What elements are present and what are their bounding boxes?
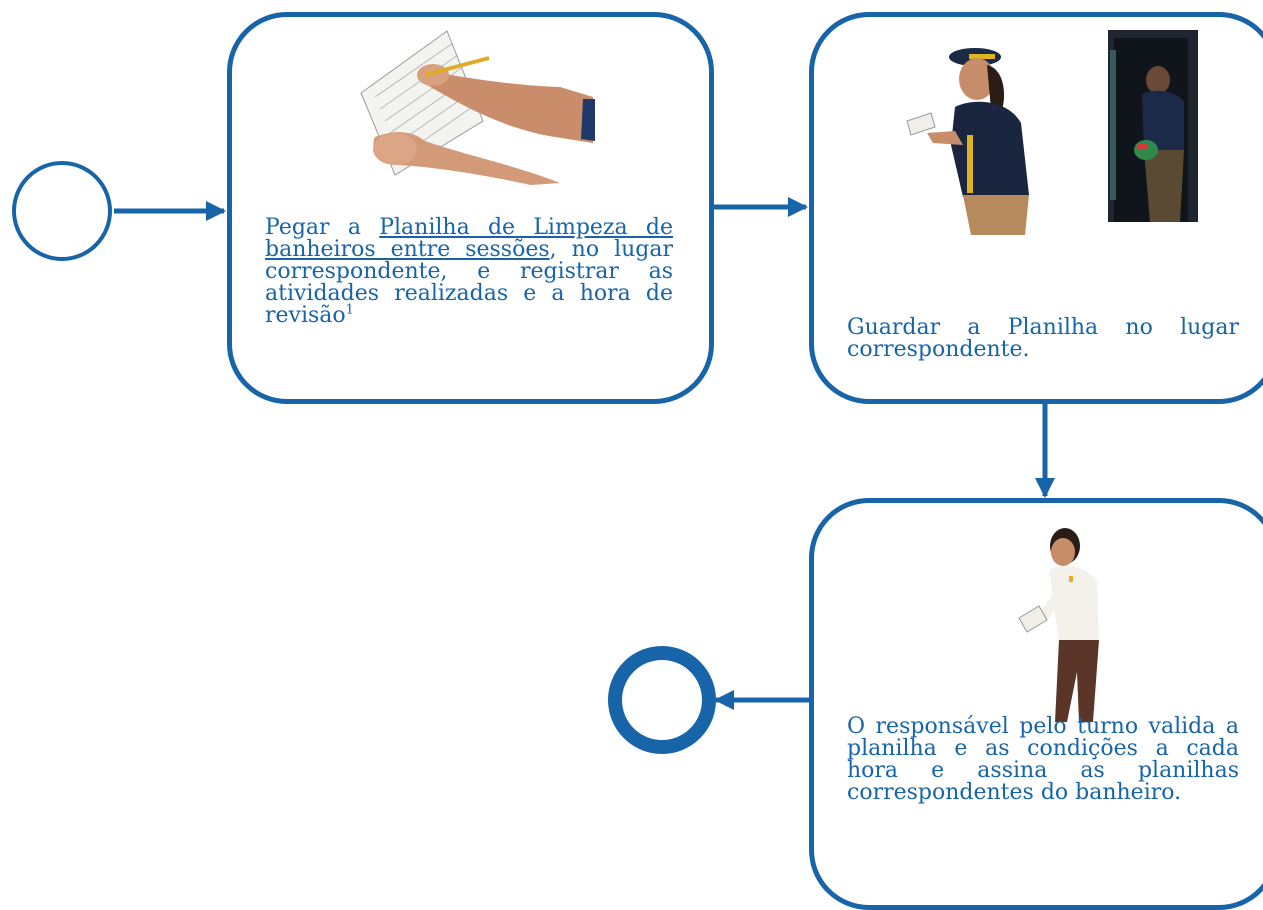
step-3-text: O responsável pelo turno valida a planil… (847, 714, 1239, 805)
end-node (608, 646, 716, 754)
hands-writing-checklist-illustration (360, 30, 595, 185)
step-1-text-after: , no lugar correspondente, e registrar a… (265, 237, 673, 328)
supervisor-reviewing-sheet-illustration (1018, 528, 1099, 722)
planilha-link[interactable]: Planilha de Limpeza de banheiros entre s… (265, 215, 674, 262)
attendant-reading-sheet-illustration (906, 48, 1029, 235)
step-1-text: Pegar a Planilha de Limpeza de banheiros… (265, 217, 673, 327)
step-box-1 (227, 12, 714, 404)
footnote-ref: 1 (345, 302, 354, 318)
attendant-in-doorway-illustration (1108, 30, 1198, 222)
start-node (12, 161, 112, 261)
step-1-text-before: Pegar a (265, 215, 380, 240)
step-2-text: Guardar a Planilha no lugar corresponden… (847, 315, 1239, 362)
